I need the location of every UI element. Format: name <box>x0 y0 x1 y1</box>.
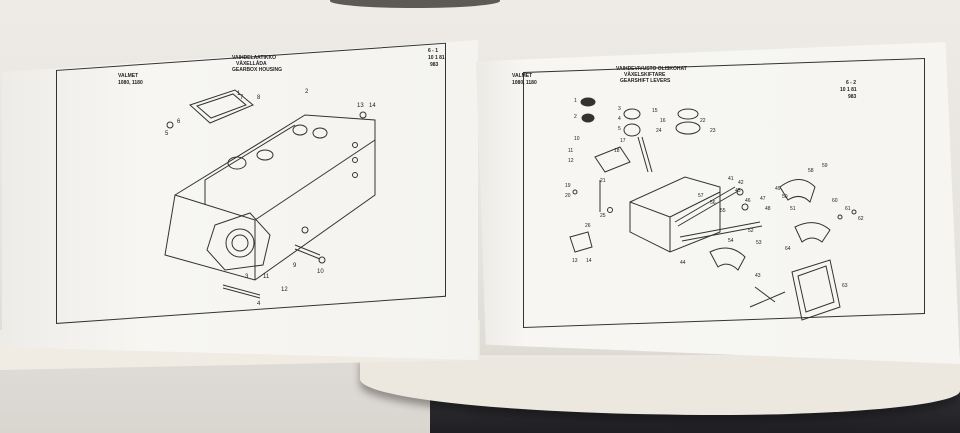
callout-label: 1 <box>237 91 241 97</box>
right-title-line1: VAIHDEVIVUSTO OLISKOHAT <box>616 66 687 72</box>
right-page-ref: 6 - 2 <box>846 80 857 86</box>
callout-label: 12 <box>281 287 288 293</box>
callout-label: 50 <box>782 194 788 200</box>
callout-label: 54 <box>728 238 734 244</box>
callout-label: 15 <box>652 108 658 114</box>
gearshift-levers-drawing: 1 2 3 4 5 10 11 12 13 14 15 16 17 18 19 … <box>560 92 870 322</box>
callout-label: 60 <box>832 198 838 204</box>
right-page-ref3: 983 <box>848 94 857 100</box>
right-brand: VALMET <box>512 73 533 79</box>
callout-label: 2 <box>574 114 577 120</box>
left-title-line2: VÄXELLÅDA <box>236 61 267 67</box>
callout-label: 7 <box>240 95 244 101</box>
callout-label: 49 <box>775 186 781 192</box>
callout-label: 41 <box>728 176 734 182</box>
callout-label: 3 <box>245 274 249 280</box>
callout-label: 4 <box>257 301 261 305</box>
left-title-line3: GEARBOX HOUSING <box>232 67 283 73</box>
callout-label: 46 <box>745 198 751 204</box>
callout-label: 13 <box>357 103 364 109</box>
callout-label: 42 <box>738 180 744 186</box>
callout-label: 51 <box>790 206 796 212</box>
callout-label: 56 <box>710 200 716 206</box>
callout-label: 26 <box>585 223 591 229</box>
callout-label: 63 <box>842 283 848 289</box>
callout-label: 2 <box>305 89 309 95</box>
left-page-ref: 6 - 1 <box>428 48 439 54</box>
callout-label: 6 <box>177 119 181 125</box>
callout-label: 25 <box>600 213 606 219</box>
callout-label: 10 <box>317 269 324 275</box>
callout-label: 22 <box>700 118 706 124</box>
callout-label: 43 <box>755 273 761 279</box>
left-model: 1080, 1180 <box>118 80 143 86</box>
callout-label: 52 <box>748 228 754 234</box>
callout-label: 48 <box>765 206 771 212</box>
callout-label: 9 <box>293 263 297 269</box>
callout-label: 11 <box>568 148 573 154</box>
callout-label: 20 <box>565 193 571 199</box>
dark-object-top <box>330 0 500 8</box>
callout-label: 8 <box>257 95 261 101</box>
left-page <box>2 40 478 360</box>
callout-label: 4 <box>618 116 621 122</box>
callout-label: 53 <box>756 240 762 246</box>
right-model: 1080, 1180 <box>512 80 537 86</box>
callout-label: 3 <box>618 106 621 112</box>
callout-label: 17 <box>620 138 626 144</box>
callout-label: 16 <box>660 118 666 124</box>
callout-label: 64 <box>785 246 791 252</box>
callout-label: 5 <box>165 131 169 137</box>
callout-label: 24 <box>656 128 662 134</box>
left-brand: VALMET <box>118 73 139 79</box>
callout-label: 14 <box>369 103 376 109</box>
right-page-ref2: 10 1 81 <box>840 87 857 93</box>
gearbox-housing-drawing: 1 2 3 4 5 6 7 8 9 10 11 12 13 14 <box>145 85 385 305</box>
callout-label: 21 <box>600 178 606 184</box>
callout-label: 14 <box>586 258 592 264</box>
left-title-line1: VAIHDELAATIKKO <box>232 55 276 61</box>
callout-label: 58 <box>808 168 814 174</box>
callout-label: 12 <box>568 158 574 164</box>
callout-label: 47 <box>760 196 766 202</box>
right-title-line2: VÄXELSKIFTARE <box>624 72 666 78</box>
callout-label: 44 <box>680 260 686 266</box>
callout-label: 57 <box>698 193 704 199</box>
callout-label: 61 <box>845 206 851 212</box>
callout-label: 10 <box>574 136 580 142</box>
callout-label: 19 <box>565 183 571 189</box>
callout-label: 13 <box>572 258 578 264</box>
callout-label: 59 <box>822 163 828 169</box>
callout-label: 5 <box>618 126 621 132</box>
callout-label: 18 <box>614 148 620 154</box>
callout-label: 23 <box>710 128 716 134</box>
left-page-ref3: 983 <box>430 62 439 68</box>
callout-label: 11 <box>263 274 270 280</box>
callout-label: 55 <box>720 208 726 214</box>
right-title-line3: GEARSHIFT LEVERS <box>620 78 671 84</box>
left-page-ref2: 10 1 81 <box>428 55 445 61</box>
callout-label: 62 <box>858 216 864 222</box>
callout-label: 45 <box>735 188 741 194</box>
callout-label: 1 <box>574 98 577 104</box>
